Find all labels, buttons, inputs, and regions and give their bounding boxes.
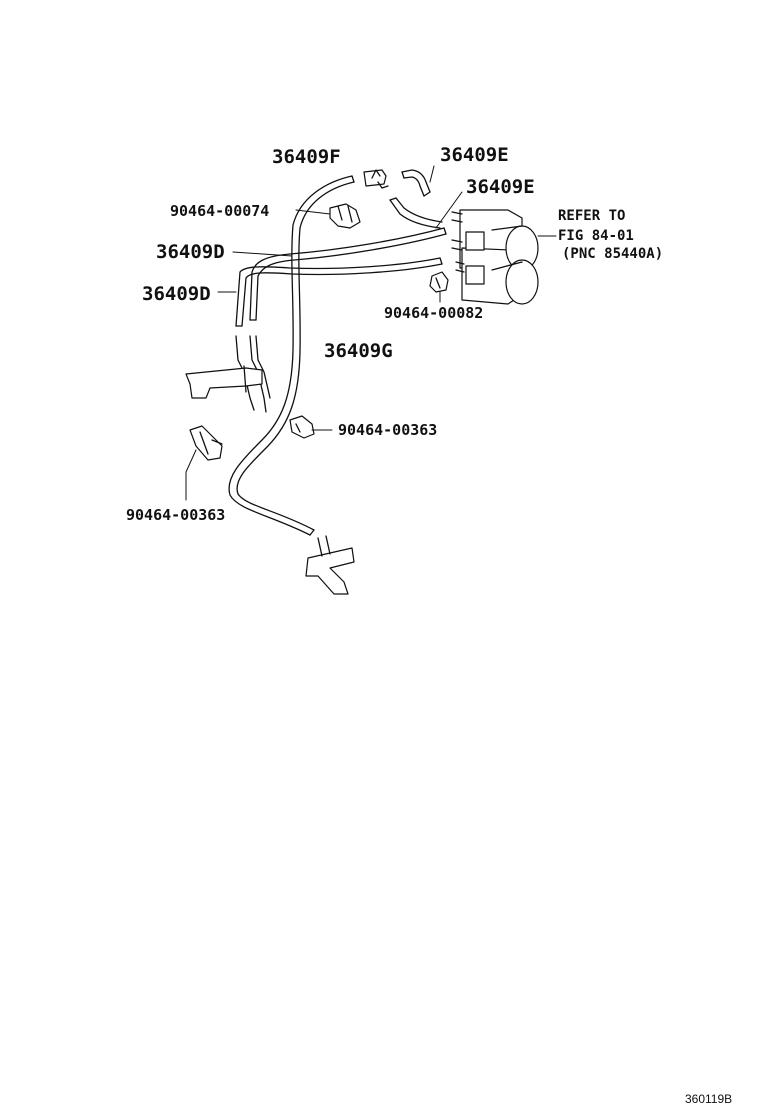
- reference-line-1: REFER TO: [558, 208, 626, 224]
- clip-90464-00082-drawing: [429, 271, 449, 303]
- bracket-bottom-drawing: [305, 535, 355, 595]
- label-90464-00082: 90464-00082: [384, 304, 484, 322]
- figure-code: 360119B: [685, 1092, 733, 1106]
- clip-90464-00363-right-drawing: [289, 415, 333, 439]
- label-36409d-lower: 36409D: [142, 283, 211, 305]
- hose-36409d-lower-drawing: [217, 257, 443, 327]
- clip-90464-00363-left-drawing: [185, 425, 223, 501]
- hose-36409e-mid-drawing: [389, 191, 463, 229]
- label-36409e-mid: 36409E: [466, 176, 535, 198]
- label-36409d-upper: 36409D: [156, 241, 225, 263]
- label-90464-00363-right: 90464-00363: [338, 421, 438, 439]
- hose-36409d-upper-drawing: [232, 227, 447, 321]
- hose-36409g-drawing: [228, 175, 355, 536]
- label-36409g: 36409G: [324, 340, 393, 362]
- bracket-left-drawing: [185, 335, 271, 413]
- reference-line-3: (PNC 85440A): [562, 246, 664, 262]
- hose-36409e-top-drawing: [401, 165, 435, 197]
- reference-line-2: FIG 84-01: [558, 228, 634, 244]
- label-36409f: 36409F: [272, 146, 341, 168]
- label-90464-00074: 90464-00074: [170, 202, 270, 220]
- clip-90464-00074-drawing: [295, 203, 361, 229]
- valve-assembly-drawing: [451, 209, 557, 305]
- label-90464-00363-left: 90464-00363: [126, 506, 226, 524]
- label-36409e-top: 36409E: [440, 144, 509, 166]
- connector-36409f-drawing: [363, 169, 389, 189]
